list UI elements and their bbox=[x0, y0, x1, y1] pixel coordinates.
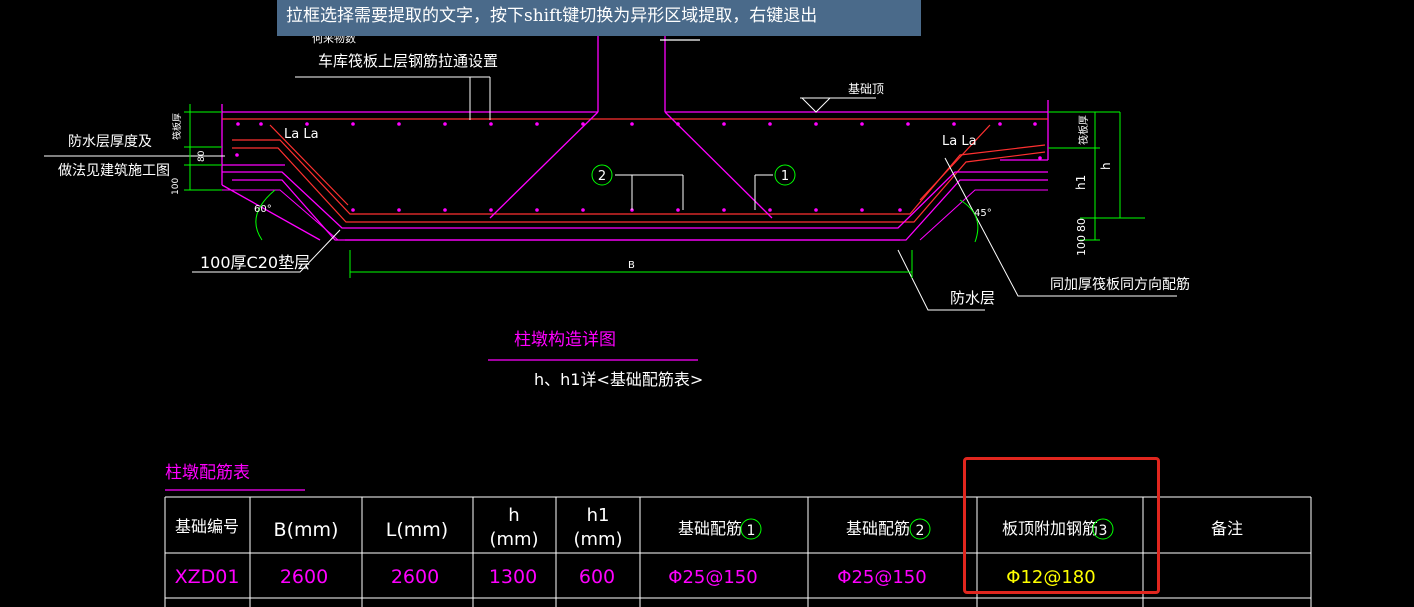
column-outline bbox=[597, 36, 700, 112]
cell-rebar1: Φ25@150 bbox=[668, 567, 757, 588]
cell-l: 2600 bbox=[391, 566, 439, 588]
pier-outline bbox=[221, 111, 1048, 241]
raft-top-lines bbox=[221, 100, 1049, 185]
rebar-lines bbox=[222, 118, 1048, 223]
rebar-dots bbox=[235, 122, 1042, 212]
dim-h1: h1 bbox=[1074, 175, 1088, 190]
header-rebar1-circle bbox=[740, 518, 762, 540]
leader-lines bbox=[44, 76, 1177, 311]
header-h1-bot: (mm) bbox=[573, 529, 622, 550]
label-waterproof: 防水层 bbox=[950, 289, 995, 307]
label-same-direction: 同加厚筏板同方向配筋 bbox=[1050, 276, 1190, 293]
header-rebar3-num: 3 bbox=[1099, 523, 1108, 539]
table-grid bbox=[164, 496, 1312, 607]
la-left: La La bbox=[284, 127, 319, 142]
label-cushion: 100厚C20垫层 bbox=[200, 253, 310, 272]
la-right: La La bbox=[942, 134, 977, 149]
cushion-layer bbox=[222, 189, 1048, 241]
angle-right: 45° bbox=[974, 208, 992, 219]
header-id: 基础编号 bbox=[175, 517, 239, 536]
header-rebar3: 板顶附加钢筋 bbox=[1002, 519, 1098, 538]
dim-left-100: 100 bbox=[171, 178, 181, 195]
dim-left-80: 80 bbox=[197, 150, 207, 162]
callout-circle-2: 2 bbox=[591, 164, 613, 186]
selection-rectangle[interactable] bbox=[963, 457, 1160, 594]
label-waterproof-thickness-1: 防水层厚度及 bbox=[68, 134, 152, 150]
svg-text:2: 2 bbox=[598, 169, 606, 184]
cell-id: XZD01 bbox=[175, 566, 240, 588]
cell-rebar2: Φ25@150 bbox=[837, 567, 926, 588]
header-l: L(mm) bbox=[386, 519, 448, 541]
header-rebar2-circle bbox=[909, 518, 931, 540]
detail-subtitle: h、h1详<基础配筋表> bbox=[534, 370, 703, 389]
header-h-bot: (mm) bbox=[489, 529, 538, 550]
svg-text:1: 1 bbox=[781, 169, 789, 184]
dimension-lines bbox=[184, 104, 1145, 278]
detail-title: 柱墩构造详图 bbox=[514, 330, 616, 350]
dim-right-raft: 筏板厚 bbox=[1077, 115, 1090, 145]
label-foundation-top: 基础顶 bbox=[848, 82, 884, 96]
cell-rebar3: Φ12@180 bbox=[1006, 567, 1095, 588]
cell-b: 2600 bbox=[280, 566, 328, 588]
dim-100: 100 bbox=[1075, 235, 1088, 256]
header-note: 备注 bbox=[1211, 519, 1243, 538]
cell-h1: 600 bbox=[579, 566, 615, 588]
label-rebar-setting: 车库筏板上层钢筋拉通设置 bbox=[318, 52, 498, 70]
header-rebar3-circle bbox=[1092, 518, 1114, 540]
label-waterproof-thickness-2: 做法见建筑施工图 bbox=[58, 163, 170, 179]
header-rebar2: 基础配筋 bbox=[846, 519, 910, 538]
cell-h: 1300 bbox=[489, 566, 537, 588]
header-b: B(mm) bbox=[274, 519, 339, 541]
dim-left-raft: 筏板厚 bbox=[171, 113, 183, 140]
header-rebar1: 基础配筋 bbox=[678, 519, 742, 538]
table-title: 柱墩配筋表 bbox=[165, 463, 250, 483]
dim-h: h bbox=[1099, 162, 1113, 170]
header-rebar1-num: 1 bbox=[747, 523, 756, 539]
header-h-top: h bbox=[508, 505, 519, 526]
header-h1-top: h1 bbox=[587, 505, 610, 526]
callout-circle-1: 1 bbox=[774, 164, 796, 186]
table-row: XZD01 2600 2600 1300 600 Φ25@150 Φ25@150… bbox=[175, 566, 1096, 588]
foundation-top-marker bbox=[800, 97, 876, 113]
dim-80: 80 bbox=[1075, 218, 1088, 232]
extract-text-tooltip: 拉框选择需要提取的文字，按下shift键切换为异形区域提取，右键退出 bbox=[277, 0, 921, 36]
angle-left: 60° bbox=[254, 204, 272, 215]
header-rebar2-num: 2 bbox=[916, 523, 925, 539]
dim-b: B bbox=[628, 260, 635, 271]
